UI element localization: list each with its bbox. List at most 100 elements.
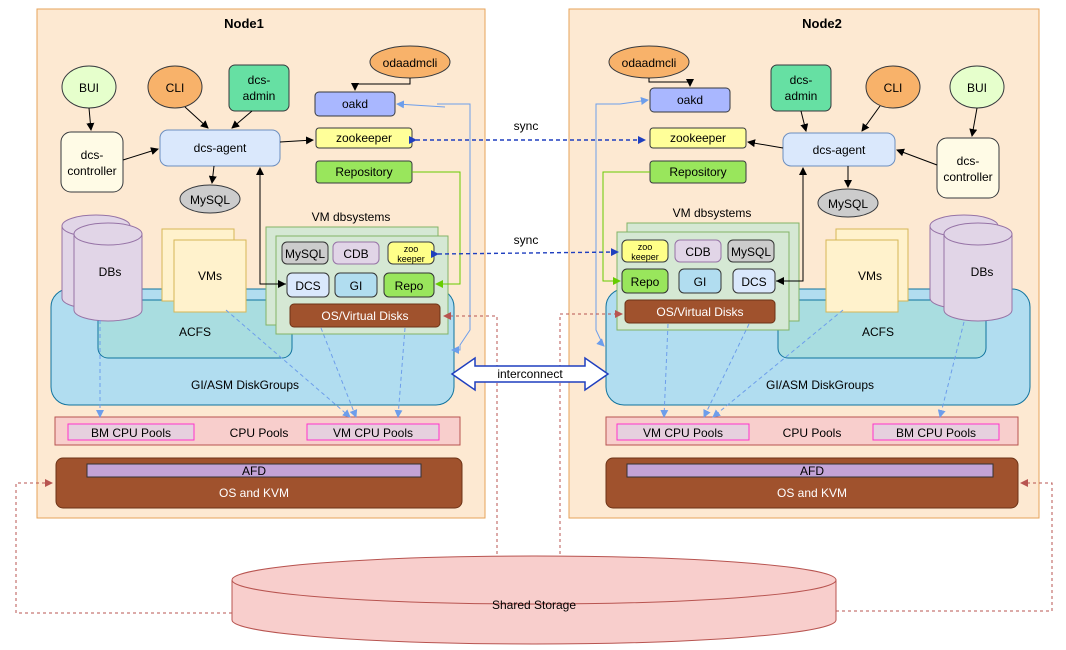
node2-vm-zoo-l1: zoo [638,242,653,252]
node1-dcs-controller-l1: dcs- [81,148,104,162]
node1-vm-cpu-pools [306,423,440,441]
node2-zookeeper [649,127,747,149]
node1-vm-zoo-l1: zoo [404,244,419,254]
node1-mysql-label: MySQL [190,193,230,207]
node2-os-virtual-disks-label: OS/Virtual Disks [656,305,743,319]
node1-vm-repo [383,272,435,298]
node1-dcs-agent-label: dcs-agent [194,141,247,155]
node2-vm-cpu-pools [616,423,750,441]
node2-vm-mysql [727,239,775,263]
node1-vm-dbsystems-label: VM dbsystems [312,210,391,224]
node2-mysql [817,188,879,218]
node2-connectors [559,78,1053,612]
node1-title: Node1 [224,16,264,31]
node2-repository-label: Repository [669,165,726,179]
node1-vm-gi-label: GI [350,279,363,293]
interconnect-label: interconnect [497,367,563,381]
node1-mysql [179,184,241,214]
node1-acfs-label: ACFS [179,325,211,339]
interconnect-arrow [450,356,610,392]
node2-vm-mysql-label: MySQL [731,245,771,259]
node1-dcs-admin-l1: dcs- [248,73,271,87]
node2-vm-cdb-label: CDB [685,245,710,259]
node2-bm-cpu-pools-label: BM CPU Pools [896,426,976,440]
node1-oakd [314,91,396,117]
node2-vm-repo-label: Repo [631,275,660,289]
node2-acfs-label: ACFS [862,325,894,339]
sync-mid-label: sync [514,233,539,247]
node2-vm-dcs [732,268,776,294]
node1-connectors [15,78,498,614]
node2-vm-dbsystems-label: VM dbsystems [673,206,752,220]
node1-zookeeper-label: zookeeper [336,131,392,145]
node2-cpu-pools-label: CPU Pools [783,426,842,440]
node2-afd-label: AFD [800,464,824,478]
node1-bm-cpu-pools-label: BM CPU Pools [91,426,171,440]
node1-bui-label: BUI [79,81,99,95]
node2-zookeeper-label: zookeeper [670,131,726,145]
node1-dcs-controller-l2: controller [67,164,116,178]
node1-dcs-controller [60,131,124,193]
node2-os-kvm-label: OS and KVM [777,486,847,500]
node2-vms-front [825,239,899,313]
node2-cli [865,65,921,109]
node2-dbs-cylinder [929,214,1013,322]
node2-os-virtual-disks [624,299,776,324]
node2: Node2 GI/ASM DiskGroups ACFS DBs VMs VM … [559,8,1053,612]
node2-dbs-label: DBs [971,265,994,279]
node1-vm-dcs [286,272,330,298]
node2-vm-cpu-pools-label: VM CPU Pools [643,426,723,440]
node1-vm-repo-label: Repo [395,279,424,293]
node1-os-kvm-label: OS and KVM [219,486,289,500]
node1-vm-cpu-pools-label: VM CPU Pools [333,426,413,440]
node2-vm-gi [678,268,722,294]
node2-dcs-admin-l2: admin [785,89,818,103]
node1-cpu-pools-label: CPU Pools [230,426,289,440]
shared-storage-label: Shared Storage [492,598,576,612]
node1-vm-cdb-label: CDB [343,247,368,261]
node1-dcs-agent [159,129,281,167]
node1-bm-cpu-pools [67,423,195,441]
node2-dcs-controller-l1: dcs- [957,154,980,168]
node2-title: Node2 [802,16,842,31]
node2-vms-label: VMs [858,269,882,283]
node2-vm-dcs-label: DCS [741,275,766,289]
node2-bui-label: BUI [967,81,987,95]
node1-dcs-admin-l2: admin [243,89,276,103]
node2-dcs-agent-label: dcs-agent [813,143,866,157]
node2-dcs-admin [770,64,832,112]
node2-vm-zoo-l2: keeper [631,252,659,262]
node1-repository-label: Repository [335,165,392,179]
node1-oakd-label: oakd [342,97,368,111]
node1-vm-dcs-label: DCS [295,279,320,293]
node1-dcs-admin [228,64,290,112]
node1-vm-zoo-l2: keeper [397,254,425,264]
node1-os-virtual-disks [289,303,441,328]
node1: Node1 GI/ASM DiskGroups ACFS DBs VMs VM … [15,8,498,614]
cross-node-links: sync sync interconnect [409,119,646,392]
node1-dbs-label: DBs [99,265,122,279]
node1-vms-label: VMs [198,269,222,283]
shared-storage: Shared Storage [231,555,837,645]
node1-cli [147,65,203,109]
node1-vm-mysql [281,241,329,265]
node1-odaadmcli-label: odaadmcli [383,56,438,70]
node2-odaadmcli-label: odaadmcli [622,56,677,70]
node1-cli-label: CLI [166,81,185,95]
node2-vm-zookeeper [621,239,669,263]
node2-oakd [649,87,731,113]
sync-top-label: sync [514,119,539,133]
node2-vm-repo [621,268,669,294]
node2-vm-cdb [674,239,722,263]
node2-dcs-agent [782,132,896,167]
node2-bm-cpu-pools [872,423,1000,441]
node1-afd [86,463,422,478]
node1-vm-mysql-label: MySQL [285,247,325,261]
node1-gi-asm-label: GI/ASM DiskGroups [191,378,299,392]
node1-afd-label: AFD [242,464,266,478]
node2-dcs-admin-l1: dcs- [790,73,813,87]
node2-gi-asm-label: GI/ASM DiskGroups [766,378,874,392]
node2-afd [626,463,994,478]
node1-vm-gi [334,272,378,298]
